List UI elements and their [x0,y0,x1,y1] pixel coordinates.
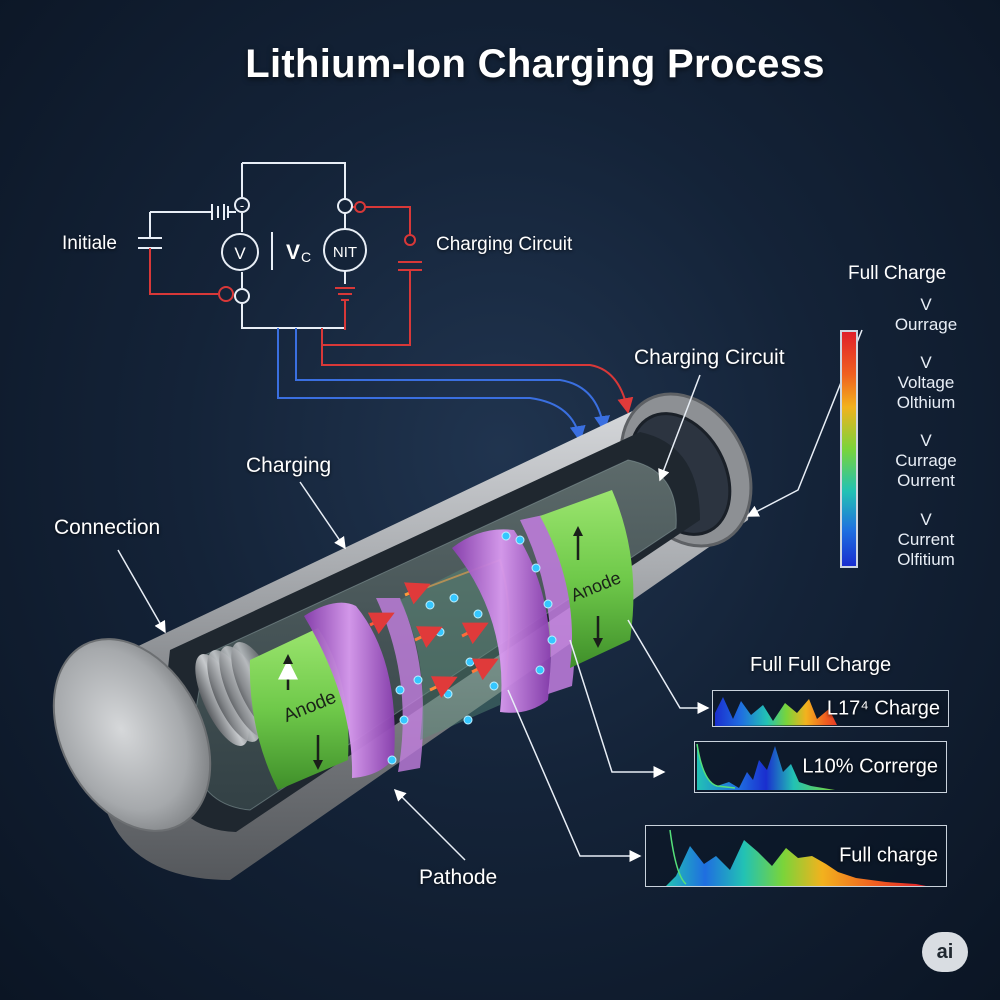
label-charging-circuit-top: Charging Circuit [436,234,573,255]
page-title: Lithium-Ion Charging Process [245,42,825,86]
spectrum-label-1: L17⁴ Charge [826,697,940,719]
voltmeter-label: V [234,244,246,263]
battery-cell [52,392,753,880]
ion-flow-arrows [367,582,499,698]
circuit-schematic [138,162,634,442]
nit-label: NIT [333,244,357,261]
vc-main: V [286,241,300,264]
spectrum-panel-2: L10% Correrge [694,741,947,793]
label-charging-circuit: Charging Circuit [634,346,785,369]
spectrum-label-3: Full charge [839,844,938,867]
label-charging: Charging [246,454,332,477]
spectrum-label-2: L10% Correrge [802,755,938,778]
terminal-minus-top: - [240,198,244,213]
label-initial: Initiale [62,233,117,254]
ai-logo-badge: ai [922,932,968,972]
legend-color-bar [840,330,858,568]
callout-lines [117,329,863,862]
spectrum-panel-1: L17⁴ Charge [712,690,949,727]
label-pathode: Pathode [419,866,498,889]
label-connection: Connection [54,516,161,539]
legend-title: Full Charge [848,263,947,284]
spectra-heading: Full Full Charge [750,654,892,676]
spectrum-panel-3: Full charge [645,825,947,887]
vc-sub: C [301,249,311,265]
